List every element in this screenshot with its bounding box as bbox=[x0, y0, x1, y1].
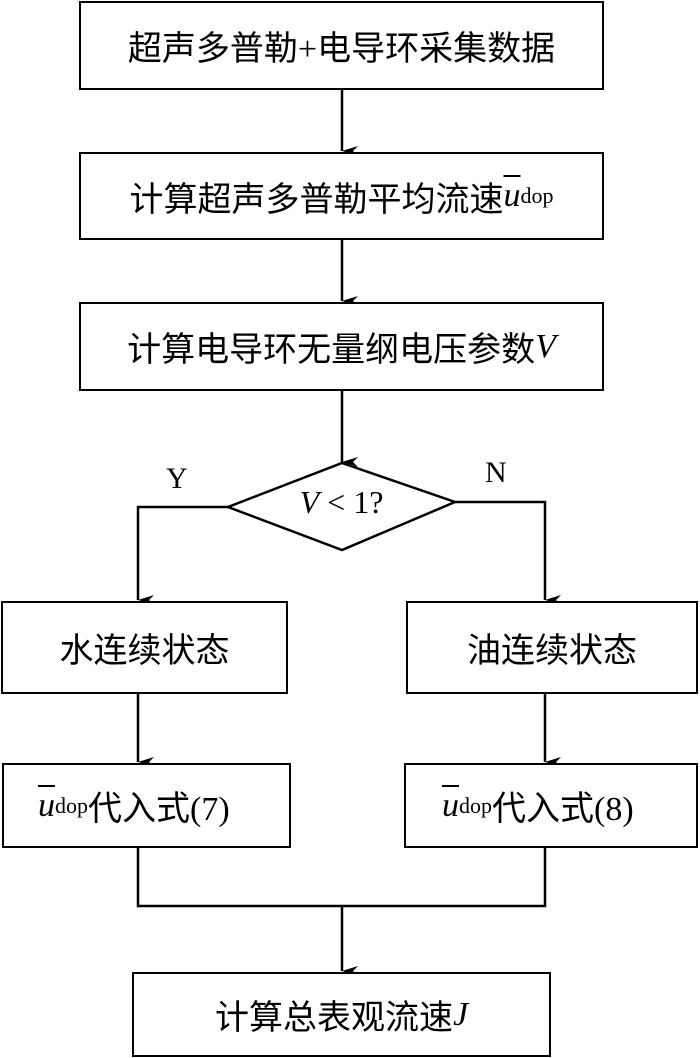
oil-state-text: 油连续状态 bbox=[467, 633, 637, 670]
u-bar-symbol: u bbox=[38, 786, 55, 824]
formula-7-text: 代入式(7) bbox=[88, 791, 230, 828]
oil-continuous-state: 油连续状态 bbox=[406, 601, 698, 694]
yes-label: Y bbox=[166, 462, 188, 495]
decision-var: V bbox=[299, 484, 320, 520]
step-collect-data: 超声多普勒+电导环采集数据 bbox=[79, 1, 604, 90]
yes-branch-line bbox=[136, 505, 228, 605]
decision-diamond bbox=[224, 461, 459, 552]
decision-text: V < 1? bbox=[228, 484, 455, 521]
water-continuous-state: 水连续状态 bbox=[1, 601, 288, 694]
step-collect-data-text: 超声多普勒+电导环采集数据 bbox=[127, 31, 556, 68]
step-total-velocity-text: 计算总表观流速 bbox=[214, 1000, 453, 1037]
step-calc-voltage-text: 计算电导环无量纲电压参数 bbox=[127, 332, 536, 369]
step-calc-doppler-text: 计算超声多普勒平均流速 bbox=[129, 181, 504, 219]
no-branch-line bbox=[455, 500, 561, 605]
merge-line bbox=[136, 847, 547, 908]
dop-subscript: dop bbox=[520, 183, 554, 208]
u-bar-symbol: u bbox=[503, 177, 521, 214]
decision-op: < 1? bbox=[319, 484, 384, 520]
u-bar-symbol: u bbox=[442, 786, 459, 824]
dop-subscript: dop bbox=[459, 792, 492, 818]
water-state-text: 水连续状态 bbox=[59, 633, 230, 670]
v-symbol: V bbox=[535, 327, 556, 365]
formula-8-text: 代入式(8) bbox=[492, 791, 634, 828]
dop-subscript: dop bbox=[55, 792, 88, 818]
no-label: N bbox=[485, 456, 507, 489]
j-symbol: J bbox=[452, 995, 469, 1033]
